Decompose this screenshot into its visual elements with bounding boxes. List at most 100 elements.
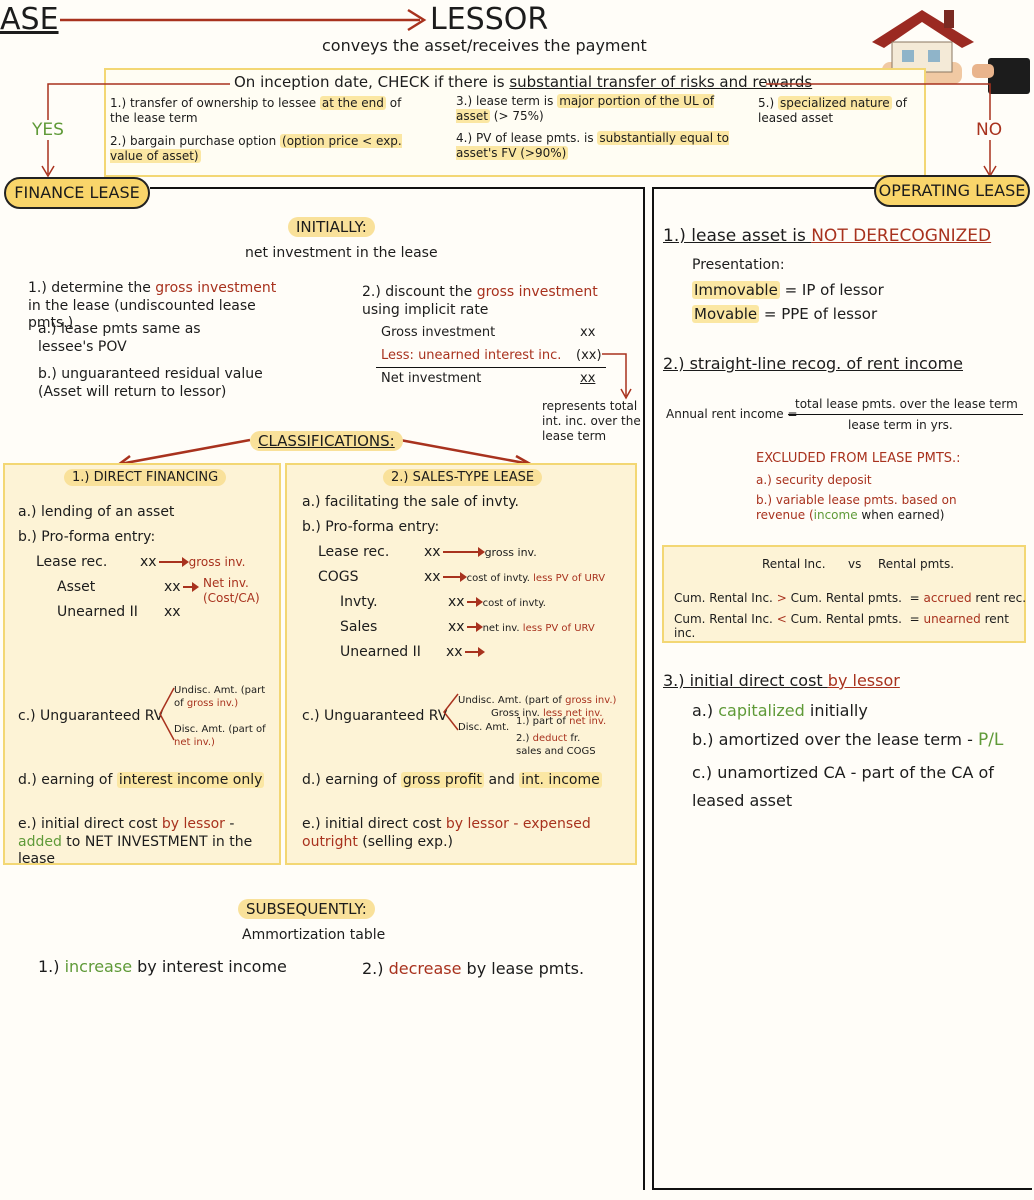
decrease-note: 2.) decrease by lease pmts. [362,959,585,978]
unearned-row: Cum. Rental Inc. < Cum. Rental pmts. = u… [674,612,1009,640]
no-connector [766,83,997,178]
step-2: 2.) discount the gross investment using … [362,284,598,318]
step-1b: b.) unguaranteed residual value(Asset wi… [38,366,263,400]
direct-d: d.) earning of interest income only [18,772,265,788]
excluded-a: a.) security deposit [756,473,872,487]
operating-point-3: 3.) initial direct cost by lessor [663,671,900,690]
sales-invty: Invty. [340,594,378,610]
operating-point-1: 1.) lease asset is NOT DERECOGNIZED [663,226,992,246]
header-subtitle: conveys the asset/receives the payment [322,36,647,55]
direct-asset: Asset [57,579,96,595]
vs-label: vs [848,557,862,571]
immovable-line: Immovable = IP of lessor [692,281,884,299]
operating-point-2: 2.) straight-line recog. of rent income [663,354,963,373]
rental-pmts-header: Rental pmts. [878,557,955,571]
unearned-interest-value: (xx) [576,348,602,363]
sales-e: e.) initial direct cost by lessor - expe… [302,816,591,850]
lessor-label: LESSOR [430,2,549,37]
direct-net-inv: Net inv. (Cost/CA) [203,576,260,605]
direct-rv-bracket [159,687,175,741]
movable-line: Movable = PPE of lessor [692,305,878,323]
header-arrow [60,8,427,32]
check-highlight: substantial transfer of risks and reward… [509,73,813,91]
direct-e: e.) initial direct cost by lessor - adde… [18,816,253,867]
direct-unearned-xx: xx [164,604,181,620]
no-label: NO [976,120,1003,140]
operating-3a: a.) capitalized initially [692,701,868,720]
sales-d: d.) earning of gross profit and int. inc… [302,772,602,788]
amortization-table-text: Ammortization table [242,927,386,943]
operating-bottom-rule [652,1188,1032,1190]
presentation-label: Presentation: [692,257,785,273]
direct-c: c.) Unguaranteed RV [18,708,164,724]
sales-title: 2.) SALES-TYPE LEASE [383,469,543,486]
criterion-3: 3.) lease term is major portion of the U… [456,94,715,123]
operating-3b: b.) amortized over the lease term - P/L [692,730,1004,750]
direct-title: 1.) DIRECT FINANCING [64,469,227,486]
step-1: 1.) determine the gross investment in th… [28,280,277,331]
sales-unearned: Unearned II [340,644,421,660]
direct-financing-box [3,463,281,865]
check-heading: On inception date, CHECK if there is sub… [230,73,817,91]
sales-lease-rec: Lease rec. [318,544,390,560]
classifications-heading: CLASSIFICATIONS: [250,431,403,451]
sales-undisc: Undisc. Amt. (part of gross inv.) [458,695,617,706]
increase-note: 1.) increase by interest income [38,957,287,976]
direct-b: b.) Pro-forma entry: [18,529,156,545]
gross-investment-label: Gross investment [381,325,496,340]
sales-b: b.) Pro-forma entry: [302,519,440,535]
formula-rule [788,414,1023,415]
yes-connector [41,83,230,178]
rental-inc-header: Rental Inc. [762,557,826,571]
sales-disc: Disc. Amt. [458,722,510,733]
column-divider-left [643,187,645,1190]
operating-lease-title: OPERATING LEASE [874,175,1030,207]
annual-rent-label: Annual rent income = [666,407,798,421]
criterion-1: 1.) transfer of ownership to lessee at t… [110,96,402,125]
step-1a: a.) lease pmts same as lessee's POV [38,321,201,355]
excluded-heading: EXCLUDED FROM LEASE PMTS.: [756,451,961,466]
sales-part-of: 1.) part of net inv. [516,716,607,727]
gross-investment-value: xx [580,325,596,340]
finance-lease-title: FINANCE LEASE [4,177,150,209]
net-investment-label: Net investment [381,371,482,386]
direct-a: a.) lending of an asset [18,504,175,520]
direct-unearned: Unearned II [57,604,138,620]
criterion-4: 4.) PV of lease pmts. is substantially e… [456,131,729,160]
operating-3c: c.) unamortized CA - part of the CA of l… [692,763,994,810]
accrued-row: Cum. Rental Inc. > Cum. Rental pmts. = a… [674,591,1027,605]
lessee-label: ASE [0,2,59,37]
sales-type-box [285,463,637,865]
finance-top-rule [150,187,645,189]
formula-numerator: total lease pmts. over the lease term [795,397,1018,411]
represents-note: represents total int. inc. over the leas… [542,399,641,443]
operating-top-rule [652,187,876,189]
direct-undisc: Undisc. Amt. (part of gross inv.) [174,685,266,709]
unearned-interest-label: Less: unearned interest inc. [381,348,562,363]
sales-rv-bracket [443,693,459,731]
direct-lease-rec: Lease rec. [36,554,108,570]
direct-disc: Disc. Amt. (part of net inv.) [174,724,266,748]
net-investment-value: xx [580,371,596,386]
sales-gross-less: Gross inv. less net inv. [491,708,603,719]
criterion-2: 2.) bargain purchase option (option pric… [110,134,402,163]
represents-arrow [602,353,632,400]
rental-comparison-box [662,545,1026,643]
sales-unearned-xx: xx [446,644,485,660]
sales-c: c.) Unguaranteed RV [302,708,448,724]
yes-label: YES [32,120,64,140]
direct-asset-xx: xx [164,579,199,595]
excluded-b: b.) variable lease pmts. based on revenu… [756,493,957,522]
sales-a: a.) facilitating the sale of invty. [302,494,519,510]
initially-heading: INITIALLY: [288,217,375,237]
sales-sales: Sales [340,619,378,635]
column-divider-right [652,187,654,1190]
sales-cogs: COGS [318,569,359,585]
sales-deduct: 2.) deduct fr. sales and COGS [516,733,596,757]
formula-denominator: lease term in yrs. [848,418,953,432]
subsequently-heading: SUBSEQUENTLY: [238,899,375,919]
